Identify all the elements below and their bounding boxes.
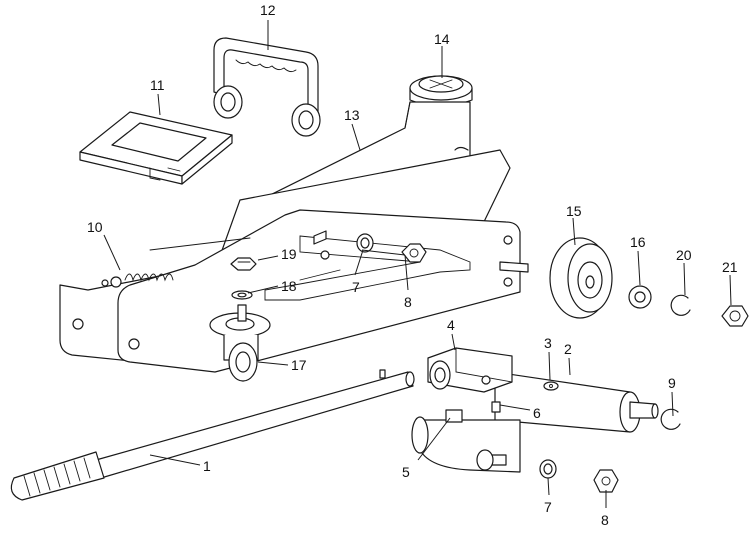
callout-8-lower: 8 [601, 512, 609, 528]
part-1-handle-bar [10, 369, 415, 501]
callout-6: 6 [533, 405, 541, 421]
callout-5: 5 [402, 464, 410, 480]
callout-19: 19 [281, 246, 297, 262]
callout-9: 9 [668, 375, 676, 391]
part-12-handle [213, 37, 321, 137]
callout-10: 10 [87, 219, 103, 235]
part-19-nut [230, 257, 257, 271]
part-6-screw [491, 401, 501, 413]
callout-21: 21 [722, 259, 738, 275]
callout-12: 12 [260, 2, 276, 18]
callout-15: 15 [566, 203, 582, 219]
part-3-bolt [543, 381, 559, 391]
part-8-nut-upper [401, 243, 427, 263]
part-8-nut-lower [593, 469, 619, 493]
callout-8-upper: 8 [404, 294, 412, 310]
callout-20: 20 [676, 247, 692, 263]
part-2-hydraulic-cylinder [494, 371, 659, 433]
callout-7-lower: 7 [544, 499, 552, 515]
part-21-nut [721, 305, 749, 327]
callout-11: 11 [150, 77, 165, 93]
pump-body [411, 416, 521, 473]
part-17-caster [209, 304, 271, 382]
part-5-pin [445, 409, 463, 423]
callout-14: 14 [434, 31, 450, 47]
part-11-pad-plate [79, 111, 233, 185]
callout-17: 17 [291, 357, 307, 373]
part-16-washer [628, 285, 652, 309]
part-9-retaining-ring [660, 408, 681, 430]
part-18-washer [231, 290, 253, 300]
callout-3: 3 [544, 335, 552, 351]
callout-7-upper: 7 [352, 279, 360, 295]
callout-16: 16 [630, 234, 646, 250]
part-10-spring [101, 273, 174, 288]
part-7-snap-ring-upper [356, 233, 374, 253]
leader-lines [103, 20, 732, 508]
callout-1: 1 [203, 458, 211, 474]
callouts: 1 2 3 4 5 6 7 7 8 8 9 10 11 12 13 14 15 … [87, 2, 738, 528]
part-7-snap-ring-lower [539, 459, 557, 479]
part-15-rear-wheel [499, 237, 613, 319]
part-14-saddle [409, 75, 473, 107]
callout-13: 13 [344, 107, 360, 123]
callout-2: 2 [564, 341, 572, 357]
part-4-pump-block [427, 347, 513, 393]
callout-4: 4 [447, 317, 455, 333]
callout-18: 18 [281, 278, 297, 294]
part-20-clip [670, 294, 691, 316]
